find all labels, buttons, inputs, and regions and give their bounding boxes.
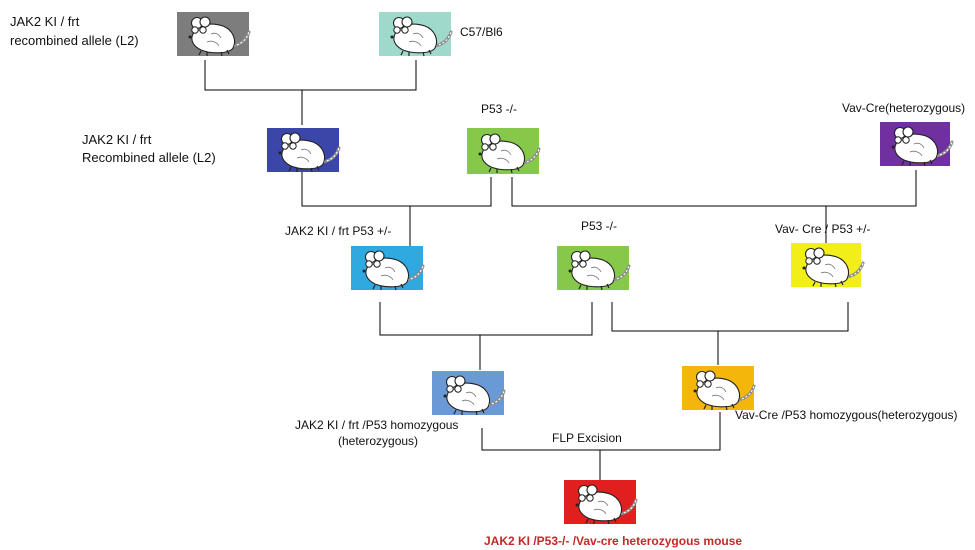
connector-gen3-left-bracket — [379, 302, 593, 336]
mouse-p53-ko-gen2 — [557, 246, 631, 292]
label-jak2-p53-hom-line1: JAK2 KI / frt /P53 homozygous — [295, 418, 459, 432]
mouse-jak2-frt-parent — [177, 12, 251, 58]
label-jak2-frt-line2: recombined allele (L2) — [10, 33, 139, 48]
mouse-final — [564, 480, 638, 526]
mouse-vav-cre-p53-hom — [682, 366, 756, 412]
label-jak2-frt-line1: JAK2 KI / frt — [10, 14, 80, 29]
mouse-jak2-l2-gen1 — [267, 128, 341, 174]
mouse-jak2-p53-het — [351, 246, 425, 292]
label-jak2-p53-hom-line2: (heterozygous) — [338, 434, 419, 448]
label-vav-cre: Vav-Cre(heterozygous) — [842, 101, 966, 115]
label-flp-excision: FLP Excision — [552, 431, 622, 445]
label-p53-ko-mid: P53 -/- — [581, 219, 618, 233]
label-c57bl6: C57/Bl6 — [460, 25, 503, 39]
label-vav-cre-p53-het: Vav- Cre / P53 +/- — [775, 222, 871, 236]
mouse-jak2-p53-hom — [432, 371, 506, 417]
connector-flp-bracket — [481, 412, 721, 451]
mouse-p53-ko-gen1 — [467, 128, 541, 175]
connector-gen1-bracket — [204, 60, 417, 91]
connector-gen2-left-bracket — [301, 170, 492, 207]
connector-gen3-right-bracket — [611, 302, 849, 332]
mouse-vav-cre-gen1 — [880, 122, 954, 168]
connector-gen2-right-bracket — [511, 170, 917, 207]
label-p53-ko-top: P53 -/- — [481, 102, 518, 116]
label-jak2-recombined-line1: JAK2 KI / frt — [82, 132, 152, 147]
label-jak2-p53-het: JAK2 KI / frt P53 +/- — [285, 224, 392, 238]
mouse-c57bl6 — [379, 12, 453, 58]
mouse-vav-cre-p53-het — [791, 243, 865, 289]
label-final-mouse: JAK2 KI /P53-/- /Vav-cre heterozygous mo… — [484, 534, 743, 548]
label-jak2-recombined-line2: Recombined allele (L2) — [82, 150, 216, 165]
label-vav-cre-p53-hom: Vav-Cre /P53 homozygous(heterozygous) — [735, 408, 958, 422]
